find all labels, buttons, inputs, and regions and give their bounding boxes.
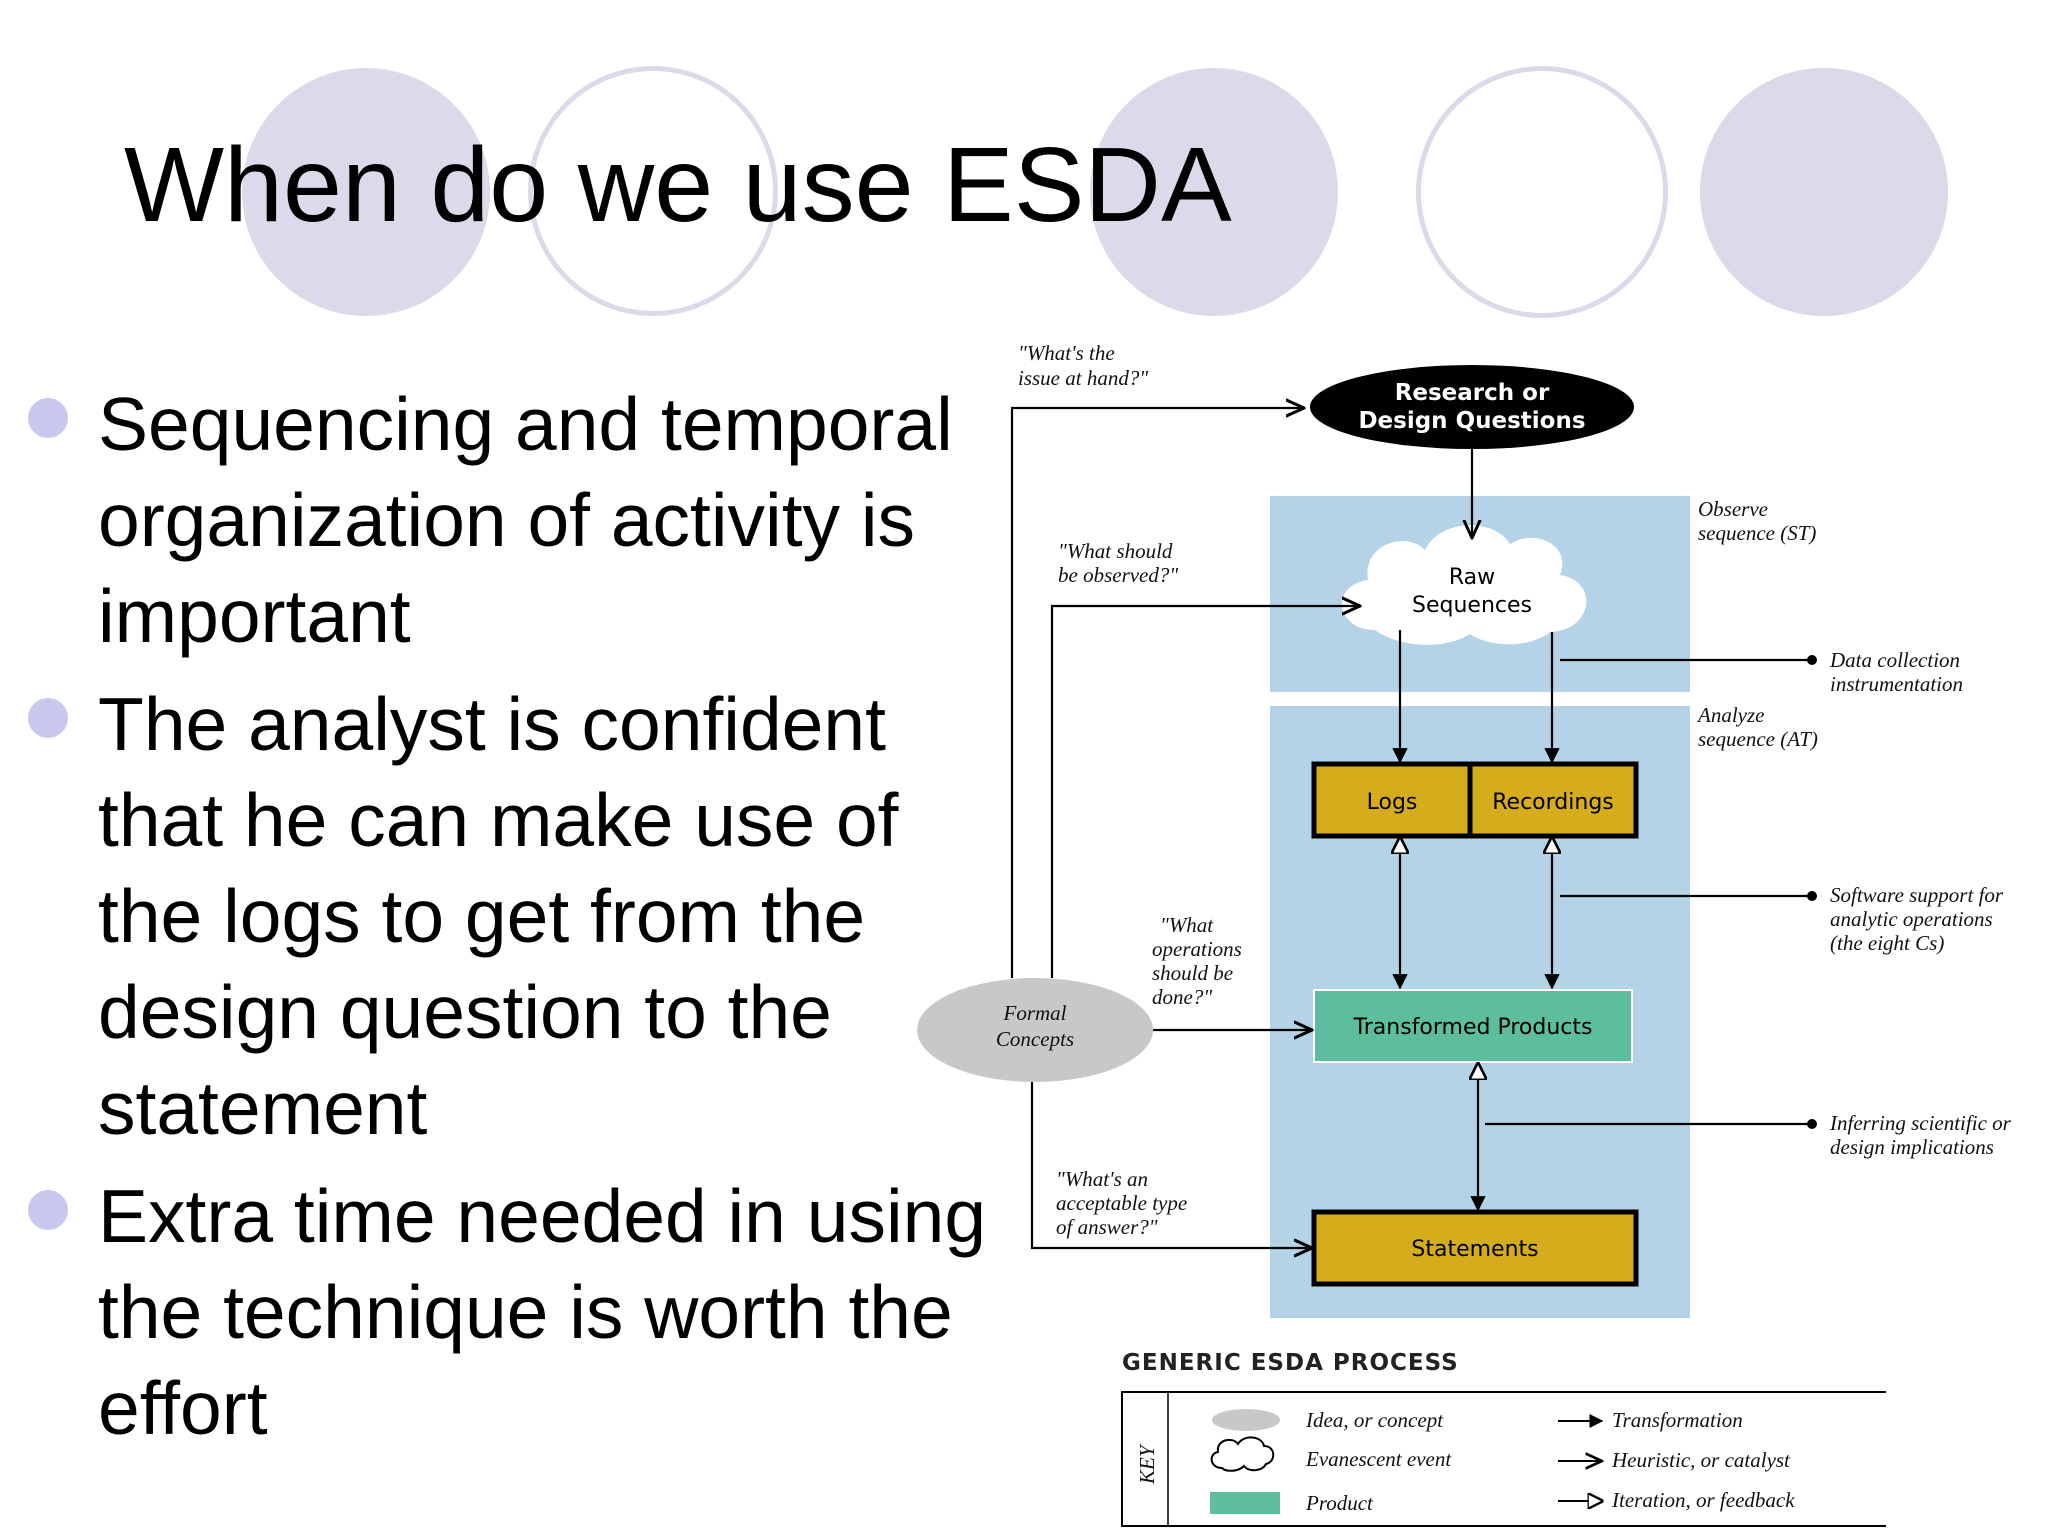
question-3-line-2: operations [1152, 937, 1242, 961]
diagram-key: KEY Idea, or concept Evanescent event Pr… [1121, 1391, 1886, 1527]
endpoint-dot-icon [1807, 1119, 1817, 1129]
slide-title: When do we use ESDA [124, 126, 1232, 244]
research-node [1310, 365, 1634, 449]
software-label-2: analytic operations [1830, 907, 1993, 931]
key-frame [1121, 1391, 1886, 1527]
key-transformation-label: Transformation [1612, 1408, 1743, 1432]
question-2-line-1: "What should [1058, 539, 1173, 563]
raw-label-1: Raw [1449, 565, 1495, 590]
inferring-label-1: Inferring scientific or [1829, 1111, 2012, 1135]
bullet-dot-icon [28, 1190, 68, 1230]
formal-label-1: Formal [1003, 1001, 1067, 1025]
bullet-item: Extra time needed in using the technique… [28, 1168, 988, 1456]
bullet-dot-icon [28, 398, 68, 438]
bullet-text: Sequencing and temporal organization of … [98, 382, 953, 658]
question-3-line-1: "What [1160, 913, 1214, 937]
connector-lines [1010, 408, 1810, 1248]
analyze-label-2: sequence (AT) [1698, 727, 1818, 751]
key-evanescent-label: Evanescent event [1305, 1447, 1452, 1471]
statements-label: Statements [1411, 1237, 1538, 1262]
inferring-label-2: design implications [1830, 1135, 1994, 1159]
observe-label-2: sequence (ST) [1698, 521, 1816, 545]
question-4-line-1: "What's an [1056, 1167, 1148, 1191]
transformed-products-box [1313, 989, 1633, 1063]
key-heuristic-label: Heuristic, or catalyst [1611, 1448, 1791, 1472]
question-3-line-3: should be [1152, 961, 1233, 985]
statements-box [1311, 1209, 1639, 1287]
endpoint-dot-icon [1807, 655, 1817, 665]
question-4-line-3: of answer?" [1056, 1215, 1158, 1239]
data-collection-label-1: Data collection [1829, 648, 1960, 672]
question-1-line-2: issue at hand?" [1018, 366, 1148, 390]
logs-box [1311, 761, 1473, 839]
logs-label: Logs [1367, 790, 1418, 815]
edge-concepts-to-research [1010, 408, 1304, 978]
decor-circle-2 [528, 66, 778, 316]
bullet-text: The analyst is confident that he can mak… [98, 682, 899, 1150]
key-product-swatch [1210, 1492, 1280, 1514]
bullet-item: Sequencing and temporal organization of … [28, 376, 988, 664]
research-label-2: Design Questions [1358, 408, 1585, 434]
question-4-line-2: acceptable type [1056, 1191, 1187, 1215]
decor-circle-5 [1700, 68, 1948, 316]
transformed-label: Transformed Products [1353, 1015, 1593, 1040]
recordings-box [1467, 761, 1639, 839]
raw-sequences-cloud-icon [1342, 525, 1587, 645]
analyze-label-1: Analyze [1696, 703, 1764, 727]
key-cloud-icon [1210, 1436, 1275, 1472]
key-label: KEY [1135, 1443, 1159, 1485]
software-label-3: (the eight Cs) [1830, 931, 1944, 955]
data-collection-label-2: instrumentation [1830, 672, 1963, 696]
research-label-1: Research or [1395, 380, 1550, 406]
bullet-item: The analyst is confident that he can mak… [28, 676, 988, 1156]
question-2-line-2: be observed?" [1058, 563, 1178, 587]
bullet-list: Sequencing and temporal organization of … [28, 376, 988, 1468]
formal-concepts-node [917, 978, 1153, 1082]
endpoint-dot-icon [1807, 891, 1817, 901]
bullet-text: Extra time needed in using the technique… [98, 1174, 987, 1450]
raw-label-2: Sequences [1412, 593, 1532, 618]
key-iteration-label: Iteration, or feedback [1611, 1488, 1795, 1512]
edge-concepts-to-raw [1050, 606, 1360, 978]
question-1-line-1: "What's the [1018, 341, 1115, 365]
decor-circle-1 [242, 68, 490, 316]
key-idea-label: Idea, or concept [1305, 1408, 1444, 1432]
observe-label-1: Observe [1698, 497, 1768, 521]
decor-circle-3 [1090, 68, 1338, 316]
formal-label-2: Concepts [996, 1027, 1074, 1051]
edge-concepts-to-statements [1030, 1082, 1312, 1248]
decor-circle-4 [1416, 66, 1668, 318]
recordings-label: Recordings [1492, 790, 1614, 815]
question-3-line-4: done?" [1152, 985, 1212, 1009]
esda-process-diagram: Research or Design Questions Raw Sequenc… [917, 341, 2012, 1527]
key-product-label: Product [1305, 1491, 1374, 1515]
diagram-caption: GENERIC ESDA PROCESS [1122, 1350, 1459, 1376]
key-idea-swatch [1212, 1409, 1280, 1431]
software-label-1: Software support for [1830, 883, 2004, 907]
bullet-dot-icon [28, 698, 68, 738]
